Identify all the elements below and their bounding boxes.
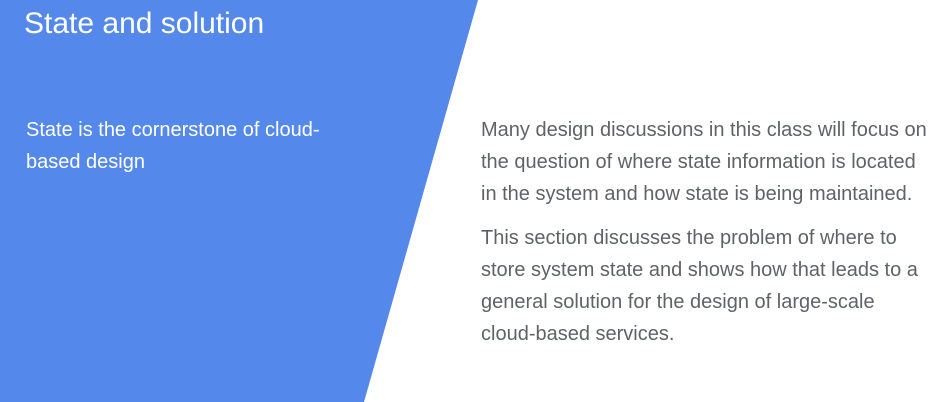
paragraph-1: Many design discussions in this class wi… [481,119,927,205]
slide-title: State and solution [24,7,265,40]
blue-panel-shape [0,0,478,402]
body-text: Many design discussions in this class wi… [481,114,931,362]
paragraph-2: This section discusses the problem of wh… [481,227,918,345]
left-subtitle: State is the cornerstone of cloud-based … [26,119,320,173]
